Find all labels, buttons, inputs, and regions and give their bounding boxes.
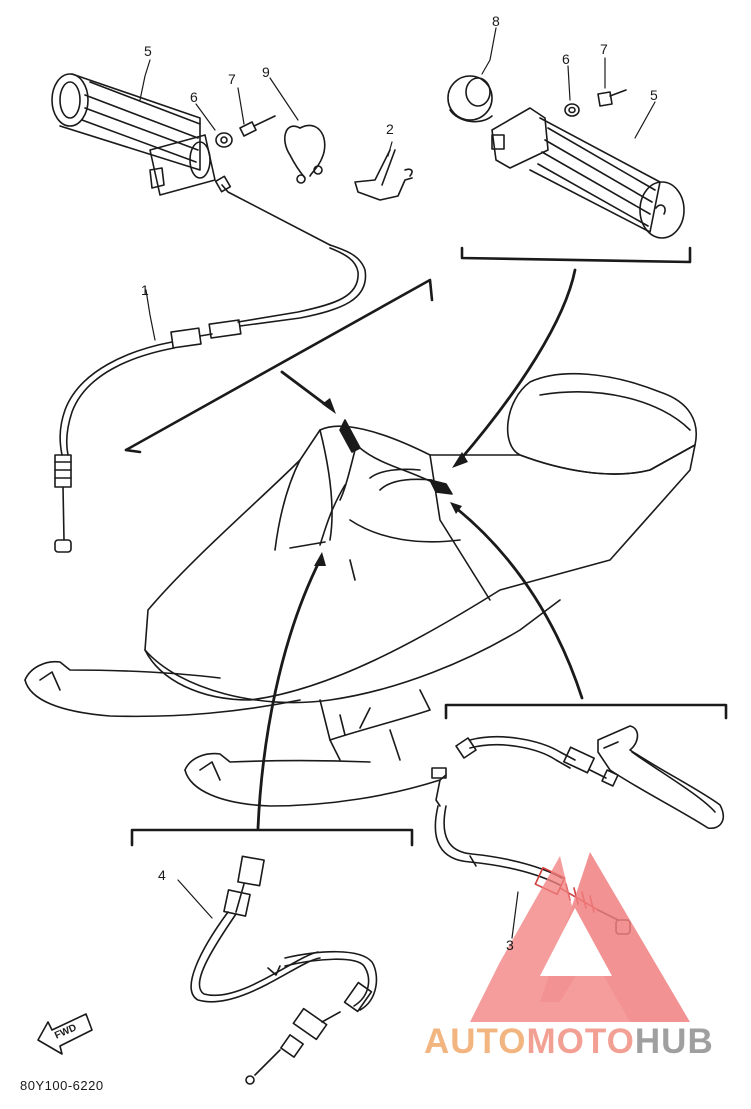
part-6-right-washer xyxy=(564,103,580,117)
diagram-code: 80Y100-6220 xyxy=(20,1078,104,1093)
part-8-ring xyxy=(447,75,493,123)
brake-lever xyxy=(597,725,724,830)
part-7-left-screw xyxy=(239,115,276,137)
callout-6-right: 6 xyxy=(562,51,570,67)
pointer-arrows xyxy=(256,268,584,830)
callout-3: 3 xyxy=(506,937,514,953)
part-1-throttle-cable xyxy=(54,175,367,553)
part-9-clip xyxy=(284,124,326,184)
part-2-bracket xyxy=(354,149,413,201)
callout-4: 4 xyxy=(158,867,166,883)
part-6-left-washer xyxy=(215,132,233,148)
callout-5-left: 5 xyxy=(144,43,152,59)
callout-9: 9 xyxy=(262,64,270,80)
automotohub-logo-icon xyxy=(470,852,690,1022)
arrow-heads xyxy=(314,398,468,566)
automotohub-watermark: AUTOMOTOHUB xyxy=(424,1022,714,1062)
snowmobile-body xyxy=(24,372,697,807)
bottom-right-group-bracket xyxy=(444,703,728,720)
callout-8: 8 xyxy=(492,13,500,29)
bottom-left-group-bracket xyxy=(130,828,414,847)
leader-lines xyxy=(139,27,656,939)
callout-7-right: 7 xyxy=(600,41,608,57)
fwd-arrow-icon xyxy=(37,1013,93,1055)
part-5-right-grip xyxy=(491,107,685,239)
left-group-bracket xyxy=(124,278,434,452)
left-grip-assembly xyxy=(51,73,216,196)
watermark-part-moto: MOTO xyxy=(526,1022,635,1061)
callout-1: 1 xyxy=(141,282,149,298)
right-group-bracket xyxy=(460,246,692,264)
part-7-right-screw xyxy=(597,89,627,107)
watermark-part-auto: AUTO xyxy=(424,1022,527,1061)
callout-2: 2 xyxy=(386,121,394,137)
handlebar-detail xyxy=(319,419,453,546)
watermark-part-hub: HUB xyxy=(634,1022,714,1061)
callout-6-left: 6 xyxy=(190,89,198,105)
callout-7-left: 7 xyxy=(228,71,236,87)
callout-5-right: 5 xyxy=(650,87,658,103)
part-4-cable xyxy=(190,855,378,1085)
